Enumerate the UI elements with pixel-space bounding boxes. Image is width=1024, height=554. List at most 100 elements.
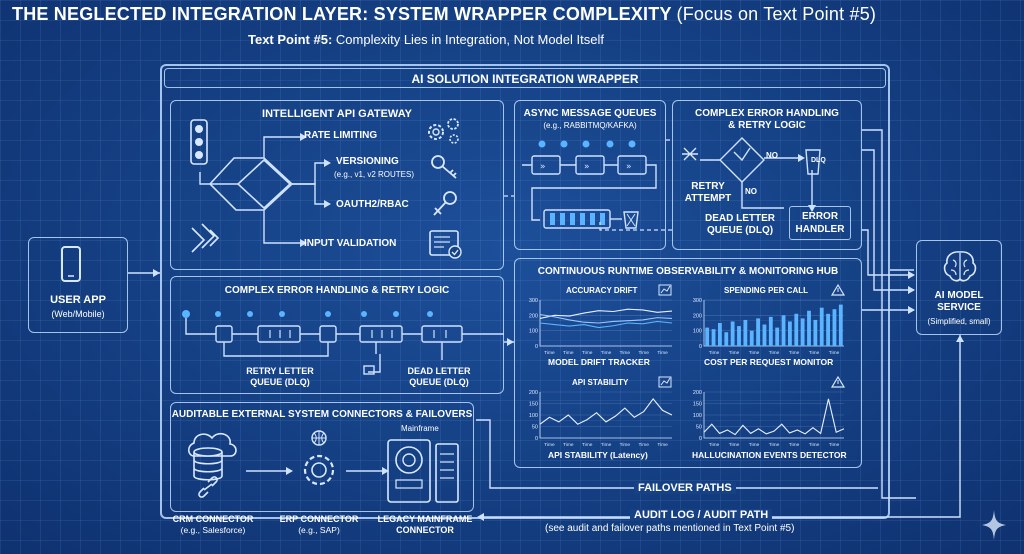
chart-axis	[539, 300, 672, 347]
async-title: ASYNC MESSAGE QUEUES	[523, 108, 657, 119]
y-tick-label: 0	[535, 344, 538, 350]
bar	[730, 321, 735, 346]
page-title: THE NEGLECTED INTEGRATION LAYER: SYSTEM …	[12, 4, 876, 25]
x-tick-label: Time	[729, 442, 740, 448]
key-icon	[431, 155, 457, 179]
observability-title: CONTINUOUS RUNTIME OBSERVABILITY & MONIT…	[537, 266, 839, 277]
x-tick-label: Time	[582, 350, 593, 356]
mini-chart-icon-1	[658, 284, 672, 296]
mainframe-icon	[387, 439, 459, 503]
error-mid-flow	[182, 310, 504, 375]
x-tick-label: Time	[749, 350, 760, 356]
x-tick-label: Time	[582, 442, 593, 448]
panel-3-caption: API STABILITY (Latency)	[548, 450, 648, 460]
x-tick-label: Time	[544, 350, 555, 356]
ai-model-box: AI MODEL SERVICE (Simplified, small)	[916, 240, 1002, 335]
warning-icon-1	[830, 283, 846, 296]
bar	[832, 309, 837, 346]
warning-icon-2	[830, 375, 846, 388]
chart-axis	[703, 392, 844, 439]
series-line	[539, 320, 673, 329]
y-tick-label: 200	[529, 390, 538, 396]
erp-sub: (e.g., SAP)	[298, 525, 340, 535]
bar	[756, 318, 760, 346]
mainframe-label: Mainframe	[401, 424, 439, 433]
audit-path-label: AUDIT LOG / AUDIT PATH	[630, 509, 773, 521]
observability-hub-box: CONTINUOUS RUNTIME OBSERVABILITY & MONIT…	[514, 258, 862, 468]
retry-attempt-1: RETRY	[691, 181, 725, 192]
panel-1-caption: MODEL DRIFT TRACKER	[548, 357, 650, 367]
x-tick-label: Time	[544, 442, 555, 448]
bar	[788, 321, 792, 346]
x-tick-label: Time	[709, 442, 720, 448]
bar	[768, 316, 773, 346]
user-app-sub: (Web/Mobile)	[51, 309, 105, 319]
failover-paths-label: FAILOVER PATHS	[634, 482, 736, 494]
x-tick-label: Time	[563, 350, 574, 356]
x-tick-label: Time	[620, 442, 631, 448]
x-tick-label: Time	[620, 350, 631, 356]
bar	[794, 313, 799, 346]
error-handler-1: ERROR	[801, 211, 839, 222]
subtitle-label: Text Point #5:	[248, 32, 333, 47]
series-line	[703, 398, 845, 436]
user-app-box: USER APP (Web/Mobile)	[28, 237, 128, 333]
gears-icon	[428, 118, 459, 144]
key-icon-2	[433, 191, 457, 216]
legacy-label-1: LEGACY MAINFRAME	[377, 514, 473, 524]
async-queues-box: ASYNC MESSAGE QUEUES (e.g., RABBITMQ/KAF…	[514, 100, 666, 250]
bar	[724, 332, 729, 346]
y-tick-label: 300	[529, 298, 538, 304]
brain-icon	[943, 251, 977, 282]
error-handling-mid-box: COMPLEX ERROR HANDLING & RETRY LOGIC	[170, 276, 504, 394]
y-tick-label: 150	[693, 402, 702, 408]
error-mid-title: COMPLEX ERROR HANDLING & RETRY LOGIC	[224, 285, 450, 296]
sparkle-icon	[982, 510, 1006, 540]
api-gateway-box: INTELLIGENT API GATEWAY	[170, 100, 504, 270]
page-title-main: THE NEGLECTED INTEGRATION LAYER: SYSTEM …	[12, 4, 672, 24]
subtitle-text: Complexity Lies in Integration, Not Mode…	[335, 32, 604, 47]
dead-letter-mid-2: QUEUE (DLQ)	[409, 377, 469, 387]
error-top-title-2: & RETRY LOGIC	[728, 120, 806, 131]
bar	[718, 323, 722, 346]
mini-chart-icon-2	[658, 376, 672, 388]
x-tick-label: Time	[657, 442, 668, 448]
retry-letter-2: QUEUE (DLQ)	[250, 377, 310, 387]
y-tick-label: 50	[696, 425, 702, 431]
error-top-flow	[682, 137, 821, 212]
panel-2-title: SPENDING PER CALL	[724, 286, 809, 295]
form-check-icon	[429, 230, 462, 259]
versioning-label: VERSIONING	[336, 156, 399, 167]
y-tick-label: 100	[693, 413, 702, 419]
x-tick-label: Time	[729, 350, 740, 356]
ai-model-label-2: SERVICE	[937, 302, 981, 313]
bar	[711, 329, 716, 346]
no-label-2: NO	[745, 187, 757, 196]
y-tick-label: 200	[529, 313, 538, 319]
y-tick-label: 200	[693, 390, 702, 396]
bar	[800, 318, 805, 346]
versioning-sub: (e.g., v1, v2 ROUTES)	[334, 170, 415, 179]
page-title-suffix: (Focus on Text Point #5)	[676, 4, 877, 24]
svg-text:»: »	[540, 162, 546, 172]
panel-2-caption: COST PER REQUEST MONITOR	[704, 357, 834, 367]
legacy-label-2: CONNECTOR	[396, 525, 454, 535]
panel-1-title: ACCURACY DRIFT	[566, 286, 638, 295]
bar	[813, 319, 818, 346]
page-subtitle: Text Point #5: Complexity Lies in Integr…	[248, 32, 604, 47]
y-tick-label: 300	[693, 298, 702, 304]
series-line	[539, 398, 673, 425]
crm-sub: (e.g., Salesforce)	[180, 525, 246, 535]
connectors-box: AUDITABLE EXTERNAL SYSTEM CONNECTORS & F…	[170, 402, 474, 512]
ai-model-label-1: AI MODEL	[934, 290, 984, 301]
user-app-label: USER APP	[50, 294, 106, 306]
y-tick-label: 100	[529, 329, 538, 335]
bar	[762, 324, 767, 346]
x-tick-label: Time	[709, 350, 720, 356]
audit-path-sub: (see audit and failover paths mentioned …	[545, 523, 795, 534]
erp-to-legacy-arrow	[346, 467, 389, 475]
error-top-title-1: COMPLEX ERROR HANDLING	[695, 108, 839, 119]
async-queue-flow: »»»	[522, 140, 657, 229]
